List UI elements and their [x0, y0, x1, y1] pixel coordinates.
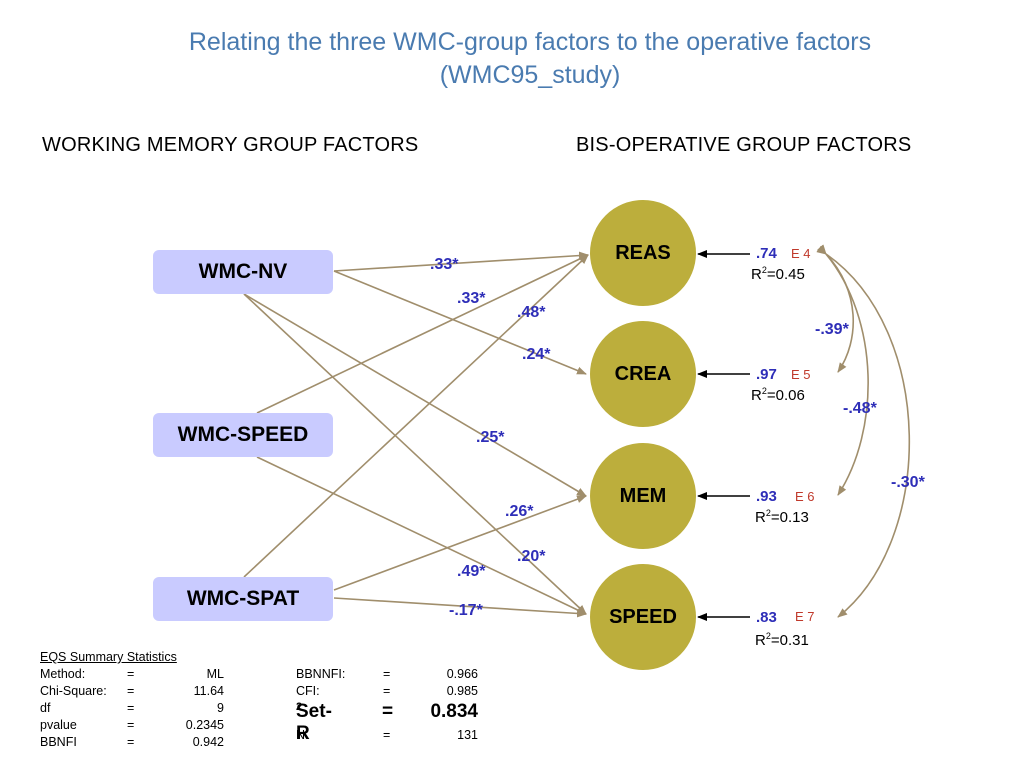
mem-circle: MEM	[590, 443, 696, 549]
path-spat-mem	[333, 495, 587, 591]
coef-spat-reas: .48*	[517, 304, 546, 321]
stats-row: BBNFI = 0.942	[40, 735, 224, 749]
stats-row: N = 131	[296, 728, 478, 742]
stats-row: BBNNFI: = 0.966	[296, 667, 478, 681]
coef-spd-reas: .33*	[457, 290, 486, 307]
corr-label-e4-e5: -.39*	[815, 321, 849, 338]
path-spat-speed	[333, 597, 587, 618]
error-e5: E 5	[791, 367, 811, 382]
header-bis-operative: BIS-OPERATIVE GROUP FACTORS	[576, 134, 912, 156]
stats-row: CFI: = 0.985	[296, 684, 478, 698]
stats-row: pvalue = 0.2345	[40, 718, 224, 732]
title-line-2: (WMC95_study)	[439, 61, 621, 89]
wmc-nv-box: WMC-NV	[153, 250, 333, 294]
error-e7: E 7	[795, 609, 815, 624]
loading-speed: .83	[756, 609, 777, 626]
error-e6: E 6	[795, 489, 815, 504]
speed-circle: SPEED	[590, 564, 696, 670]
wmc-speed-box: WMC-SPEED	[153, 413, 333, 457]
page-title: Relating the three WMC-group factors to …	[0, 26, 1024, 92]
stats-heading: EQS Summary Statistics	[40, 650, 177, 664]
stats-row: Chi-Square: = 11.64	[40, 684, 224, 698]
error-e4: E 4	[791, 246, 811, 261]
path-nv-reas	[333, 251, 589, 272]
reas-circle: REAS	[590, 200, 696, 306]
path-spat-reas	[243, 254, 589, 578]
loading-reas: .74	[756, 245, 777, 262]
corr-e4-e7	[816, 245, 911, 618]
coef-spat-speed: -.17*	[449, 602, 483, 619]
path-nv-mem	[243, 293, 587, 497]
corr-e4-e6	[817, 244, 869, 496]
stats-row: df = 9	[40, 701, 224, 715]
eqs-summary-left: EQS Summary Statistics Method: = ML Chi-…	[40, 650, 230, 760]
wmc-spat-box: WMC-SPAT	[153, 577, 333, 621]
path-nv-crea	[333, 270, 587, 375]
header-working-memory: WORKING MEMORY GROUP FACTORS	[42, 134, 419, 156]
corr-e4-e5	[816, 244, 854, 373]
coef-spd-speed: .49*	[457, 563, 486, 580]
stats-row: Method: = ML	[40, 667, 224, 681]
path-spd-speed	[256, 456, 587, 615]
crea-circle: CREA	[590, 321, 696, 427]
r2-speed: R2=0.31	[755, 631, 809, 649]
coef-spat-mem: .26*	[505, 503, 534, 520]
coef-nv-crea: .24*	[522, 346, 551, 363]
title-line-1: Relating the three WMC-group factors to …	[188, 28, 872, 56]
loading-crea: .97	[756, 366, 777, 383]
r2-mem: R2=0.13	[755, 508, 809, 526]
path-nv-speed	[243, 293, 587, 615]
path-spd-reas	[256, 254, 589, 414]
r2-crea: R2=0.06	[751, 386, 805, 404]
loading-mem: .93	[756, 488, 777, 505]
corr-label-e4-e7: -.30*	[891, 474, 925, 491]
corr-label-e4-e6: -.48*	[843, 400, 877, 417]
coef-nv-mem: .25*	[476, 429, 505, 446]
r2-reas: R2=0.45	[751, 265, 805, 283]
coef-nv-speed: .20*	[517, 548, 546, 565]
coef-nv-reas: .33*	[430, 256, 459, 273]
